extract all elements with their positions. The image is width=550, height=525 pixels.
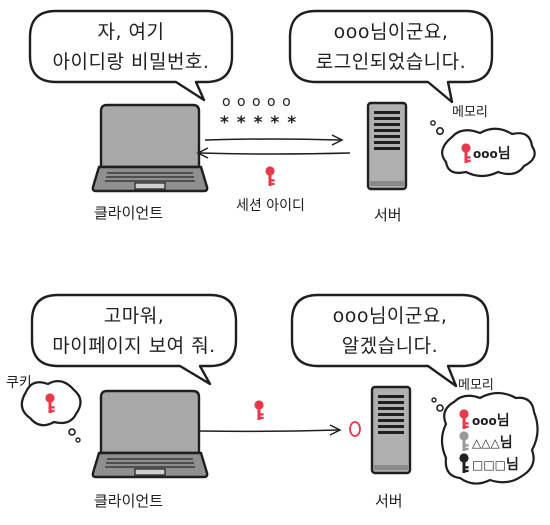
client-bubble-line: 마이페이지 보여 줘. [52,335,216,357]
client-bubble-line: 자, 여기 [97,21,165,43]
request-arrow-1 [204,138,341,141]
memory-entry: ooo님 [473,146,511,162]
server-bubble-line: ooo님이군요, [332,305,448,327]
memory-label: 메모리 [458,378,494,393]
memory-entry: △△△님 [472,435,513,451]
server-bubble-text: ooo님이군요, 로그인되었습니다. [290,17,492,77]
server-bubble-line: 로그인되었습니다. [315,51,467,73]
password-mask: * * * * * [220,113,298,133]
client-bubble-2 [30,293,238,386]
memory-entry: ooo님 [472,413,510,429]
session-id-label: 세션 아이디 [236,198,305,214]
server-icon [370,385,412,475]
server-icon [366,101,408,191]
server-label: 서버 [374,206,402,224]
memory-entry: □□□님 [472,457,519,473]
client-bubble-text: 자, 여기 아이디랑 비밀번호. [30,17,232,77]
cookie-label: 쿠키 [6,375,32,391]
client-bubble-text: 고마워, 마이페이지 보여 줘. [32,301,236,361]
server-label: 서버 [375,492,403,510]
server-bubble-1 [288,9,494,104]
client-bubble-line: 고마워, [103,305,165,327]
laptop-icon [91,103,209,193]
server-bubble-2 [290,293,490,388]
server-bubble-line: 알겠습니다. [341,335,439,357]
laptop-icon [91,389,209,479]
client-bubble-line: 아이디랑 비밀번호. [52,51,210,73]
client-label: 클라이언트 [94,204,164,222]
match-circle [349,421,361,437]
cookie-key-icon [254,400,264,420]
response-arrow-1 [199,152,351,155]
server-bubble-line: ooo님이군요, [333,21,449,43]
memory-label: 메모리 [452,105,488,120]
session-key-icon [265,166,275,186]
server-bubble-text: ooo님이군요, 알겠습니다. [292,301,488,361]
client-label: 클라이언트 [94,492,164,510]
request-arrow-2 [199,429,339,433]
memory-cloud-1 [441,127,536,178]
id-mask: o o o o o [222,94,292,110]
client-bubble-1 [28,9,234,102]
